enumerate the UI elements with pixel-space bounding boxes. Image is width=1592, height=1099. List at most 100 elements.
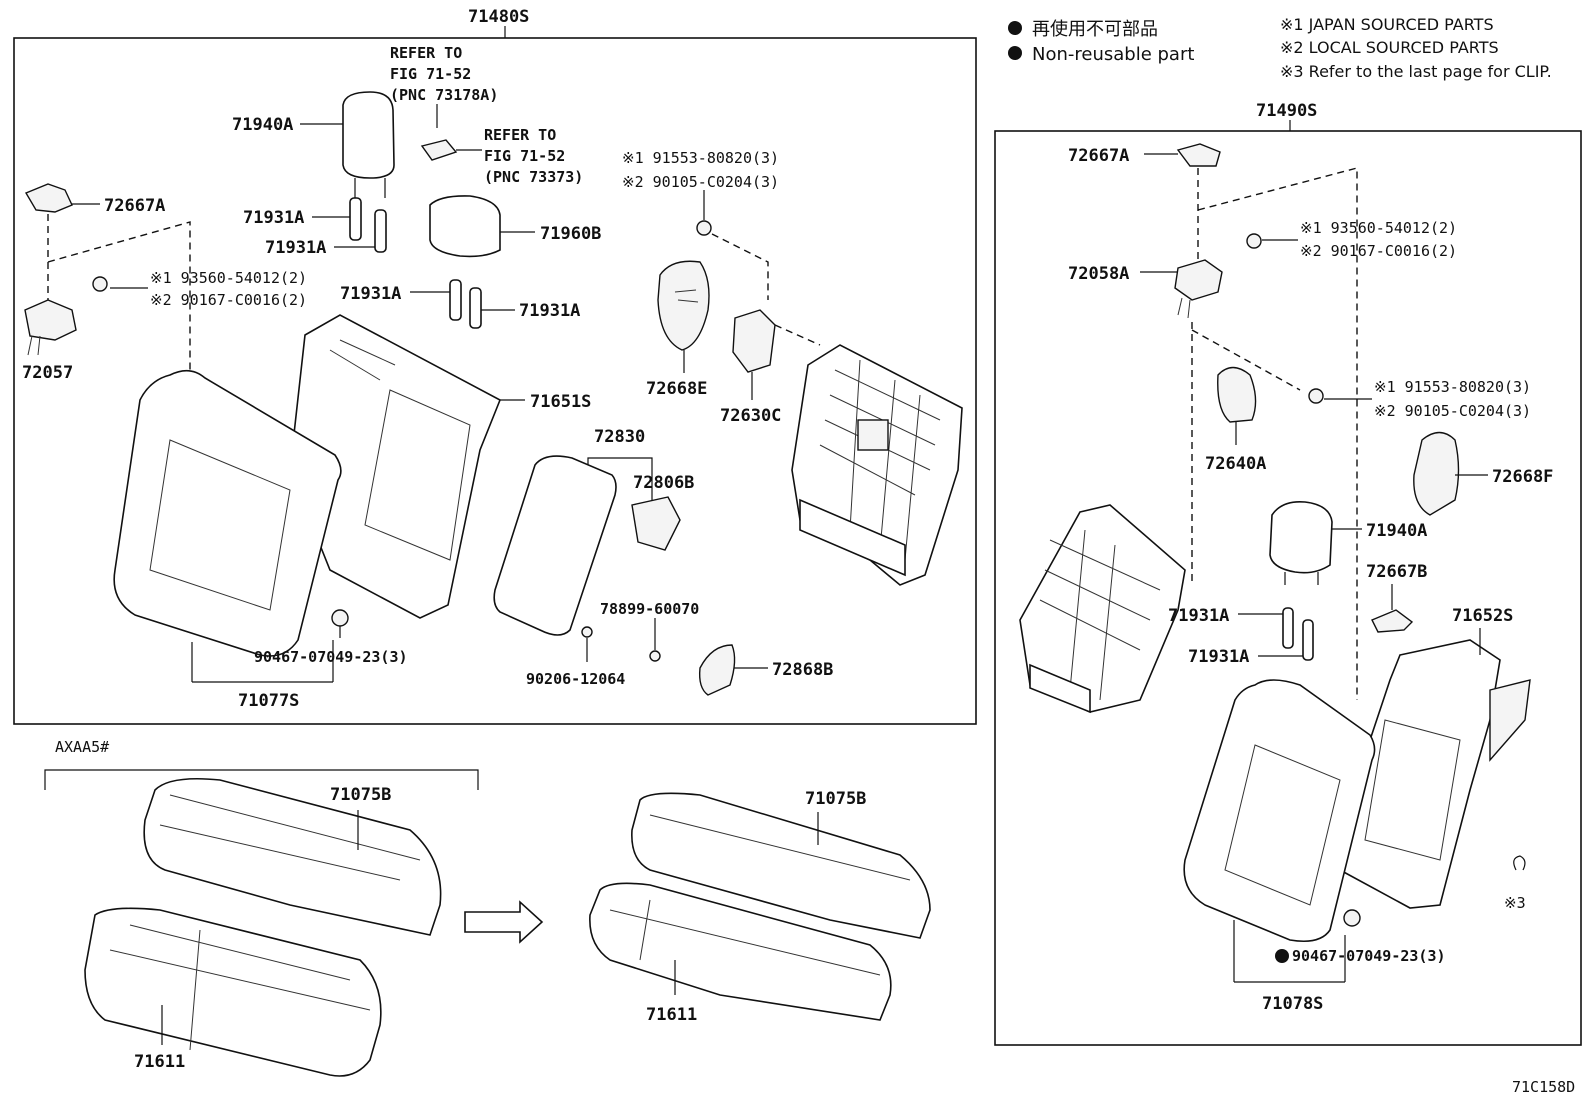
clip-icon (1513, 855, 1526, 871)
label-72667B: 72667B (1366, 562, 1427, 582)
screw-icon (331, 609, 349, 627)
label-72830: 72830 (594, 427, 645, 447)
lower-assembly: AXAA5# 71075B 71611 71075B 71611 (44, 738, 931, 1077)
legend-note-1: ※1 JAPAN SOURCED PARTS (1280, 15, 1494, 34)
seatback-cover-71078S-drawing (1183, 679, 1376, 943)
guide-71931A-drawing (469, 287, 482, 329)
cover-72868B-drawing (698, 644, 736, 696)
label-72640A: 72640A (1205, 454, 1266, 474)
cup-holder-72806B-drawing (631, 496, 681, 551)
legend-non-reusable-jp: 再使用不可部品 (1032, 19, 1158, 40)
clip-icon (649, 650, 661, 662)
hinge-72640A-drawing (1217, 366, 1257, 423)
side-bracket-drawing (1489, 679, 1531, 762)
label-78899: 78899-60070 (600, 600, 699, 618)
label-71931A-1: 71931A (243, 208, 304, 228)
figure-code: 71C158D (1512, 1078, 1575, 1096)
seat-cushion-cover-71611-drawing (84, 907, 382, 1077)
label-90467-left: 90467-07049-23(3) (254, 648, 408, 666)
label-72868B: 72868B (772, 660, 833, 680)
refer-note-2-line-1: REFER TO (484, 126, 556, 144)
bolt-icon (92, 276, 108, 292)
armrest-72830-drawing (493, 455, 617, 636)
label-72630C: 72630C (720, 406, 781, 426)
refer-note-1-line-3: (PNC 73178A) (390, 86, 498, 104)
label-71652S: 71652S (1452, 606, 1513, 626)
label-screw-93560-right: ※1 93560-54012(2) (1300, 219, 1457, 237)
guide-71931A-drawing (374, 209, 387, 253)
cover-72667A-drawing (24, 183, 73, 213)
non-reusable-dot-icon (1008, 46, 1022, 60)
label-71931A-right-1: 71931A (1168, 606, 1229, 626)
model-code: AXAA5# (55, 738, 109, 756)
seat-cushion-pad-71075B-drawing (143, 777, 442, 936)
bracket-72057-drawing (24, 299, 77, 341)
label-90206: 90206-12064 (526, 670, 625, 688)
label-71651S: 71651S (530, 392, 591, 412)
label-71931A-4: 71931A (519, 301, 580, 321)
guide-71931A-drawing (1282, 607, 1294, 649)
label-72057: 72057 (22, 363, 73, 383)
legend-note-2: ※2 LOCAL SOURCED PARTS (1280, 38, 1499, 57)
label-72058A: 72058A (1068, 264, 1129, 284)
non-reusable-dot-icon (1275, 949, 1289, 963)
legend-non-reusable-en: Non-reusable part (1032, 44, 1194, 65)
bracket-72058A-drawing (1174, 259, 1223, 301)
headrest-drawing (342, 91, 395, 179)
label-71931A-2: 71931A (265, 238, 326, 258)
label-clip-3: ※3 (1504, 894, 1526, 912)
legend-note-3: ※3 Refer to the last page for CLIP. (1280, 62, 1552, 81)
cover-72667B-drawing (1371, 609, 1414, 633)
left-assembly-title: 71480S (468, 7, 529, 27)
label-71077S: 71077S (238, 691, 299, 711)
right-assembly: 71490S 72667A 72058A ※1 93560-54012(2) ※… (994, 101, 1582, 1046)
label-90467-right: 90467-07049-23(3) (1292, 947, 1446, 965)
refer-note-2-line-3: (PNC 73373) (484, 168, 583, 186)
frame-opening-drawing (857, 419, 889, 451)
left-assembly-frame (13, 37, 977, 725)
label-bolt-91553-left: ※1 91553-80820(3) (622, 149, 779, 167)
right-assembly-frame (994, 130, 1582, 1046)
cover-72667A-drawing (1176, 143, 1221, 167)
label-72668E: 72668E (646, 379, 707, 399)
label-71611-a: 71611 (134, 1052, 185, 1072)
label-screw-93560-left: ※1 93560-54012(2) (150, 269, 307, 287)
assembly-arrow-icon (464, 900, 544, 944)
refer-note-2-line-2: FIG 71-52 (484, 147, 565, 165)
label-71075B-b: 71075B (805, 789, 866, 809)
label-71940A-right: 71940A (1366, 521, 1427, 541)
label-71931A-right-2: 71931A (1188, 647, 1249, 667)
seat-frame-right-drawing (1019, 504, 1186, 713)
seat-cushion-cover-71611-assembled-drawing (589, 882, 892, 1021)
label-71940A: 71940A (232, 115, 293, 135)
right-assembly-title: 71490S (1256, 101, 1317, 121)
refer-note-1-line-1: REFER TO (390, 44, 462, 62)
label-screw-90167-left: ※2 90167-C0016(2) (150, 291, 307, 309)
label-bolt-90105-left: ※2 90105-C0204(3) (622, 173, 779, 191)
left-assembly: 71480S REFER TO FIG 71-52 (PNC 73178A) R… (13, 7, 977, 725)
frame-base-drawing (799, 498, 906, 577)
label-71075B-a: 71075B (330, 785, 391, 805)
refer-note-1-line-2: FIG 71-52 (390, 65, 471, 83)
guide-71931A-drawing (349, 197, 362, 241)
label-71078S: 71078S (1262, 994, 1323, 1014)
bolt-icon (696, 220, 712, 236)
label-71611-b: 71611 (646, 1005, 697, 1025)
label-72668F: 72668F (1492, 467, 1553, 487)
label-screw-90167-right: ※2 90167-C0016(2) (1300, 242, 1457, 260)
label-72667A-left: 72667A (104, 196, 165, 216)
frame-base-right-drawing (1029, 663, 1091, 714)
seatback-cover-71077S-drawing (113, 369, 342, 657)
label-bolt-90105-right: ※2 90105-C0204(3) (1374, 402, 1531, 420)
label-72806B: 72806B (633, 473, 694, 493)
cover-72668F-drawing (1413, 431, 1460, 516)
cover-72668E-drawing (657, 260, 710, 351)
guide-clip-drawing (420, 139, 458, 161)
label-72667A-right: 72667A (1068, 146, 1129, 166)
bolt-icon (1308, 388, 1324, 404)
screw-icon (1343, 909, 1361, 927)
non-reusable-dot-icon (1008, 21, 1022, 35)
hinge-72630C-drawing (732, 309, 776, 373)
